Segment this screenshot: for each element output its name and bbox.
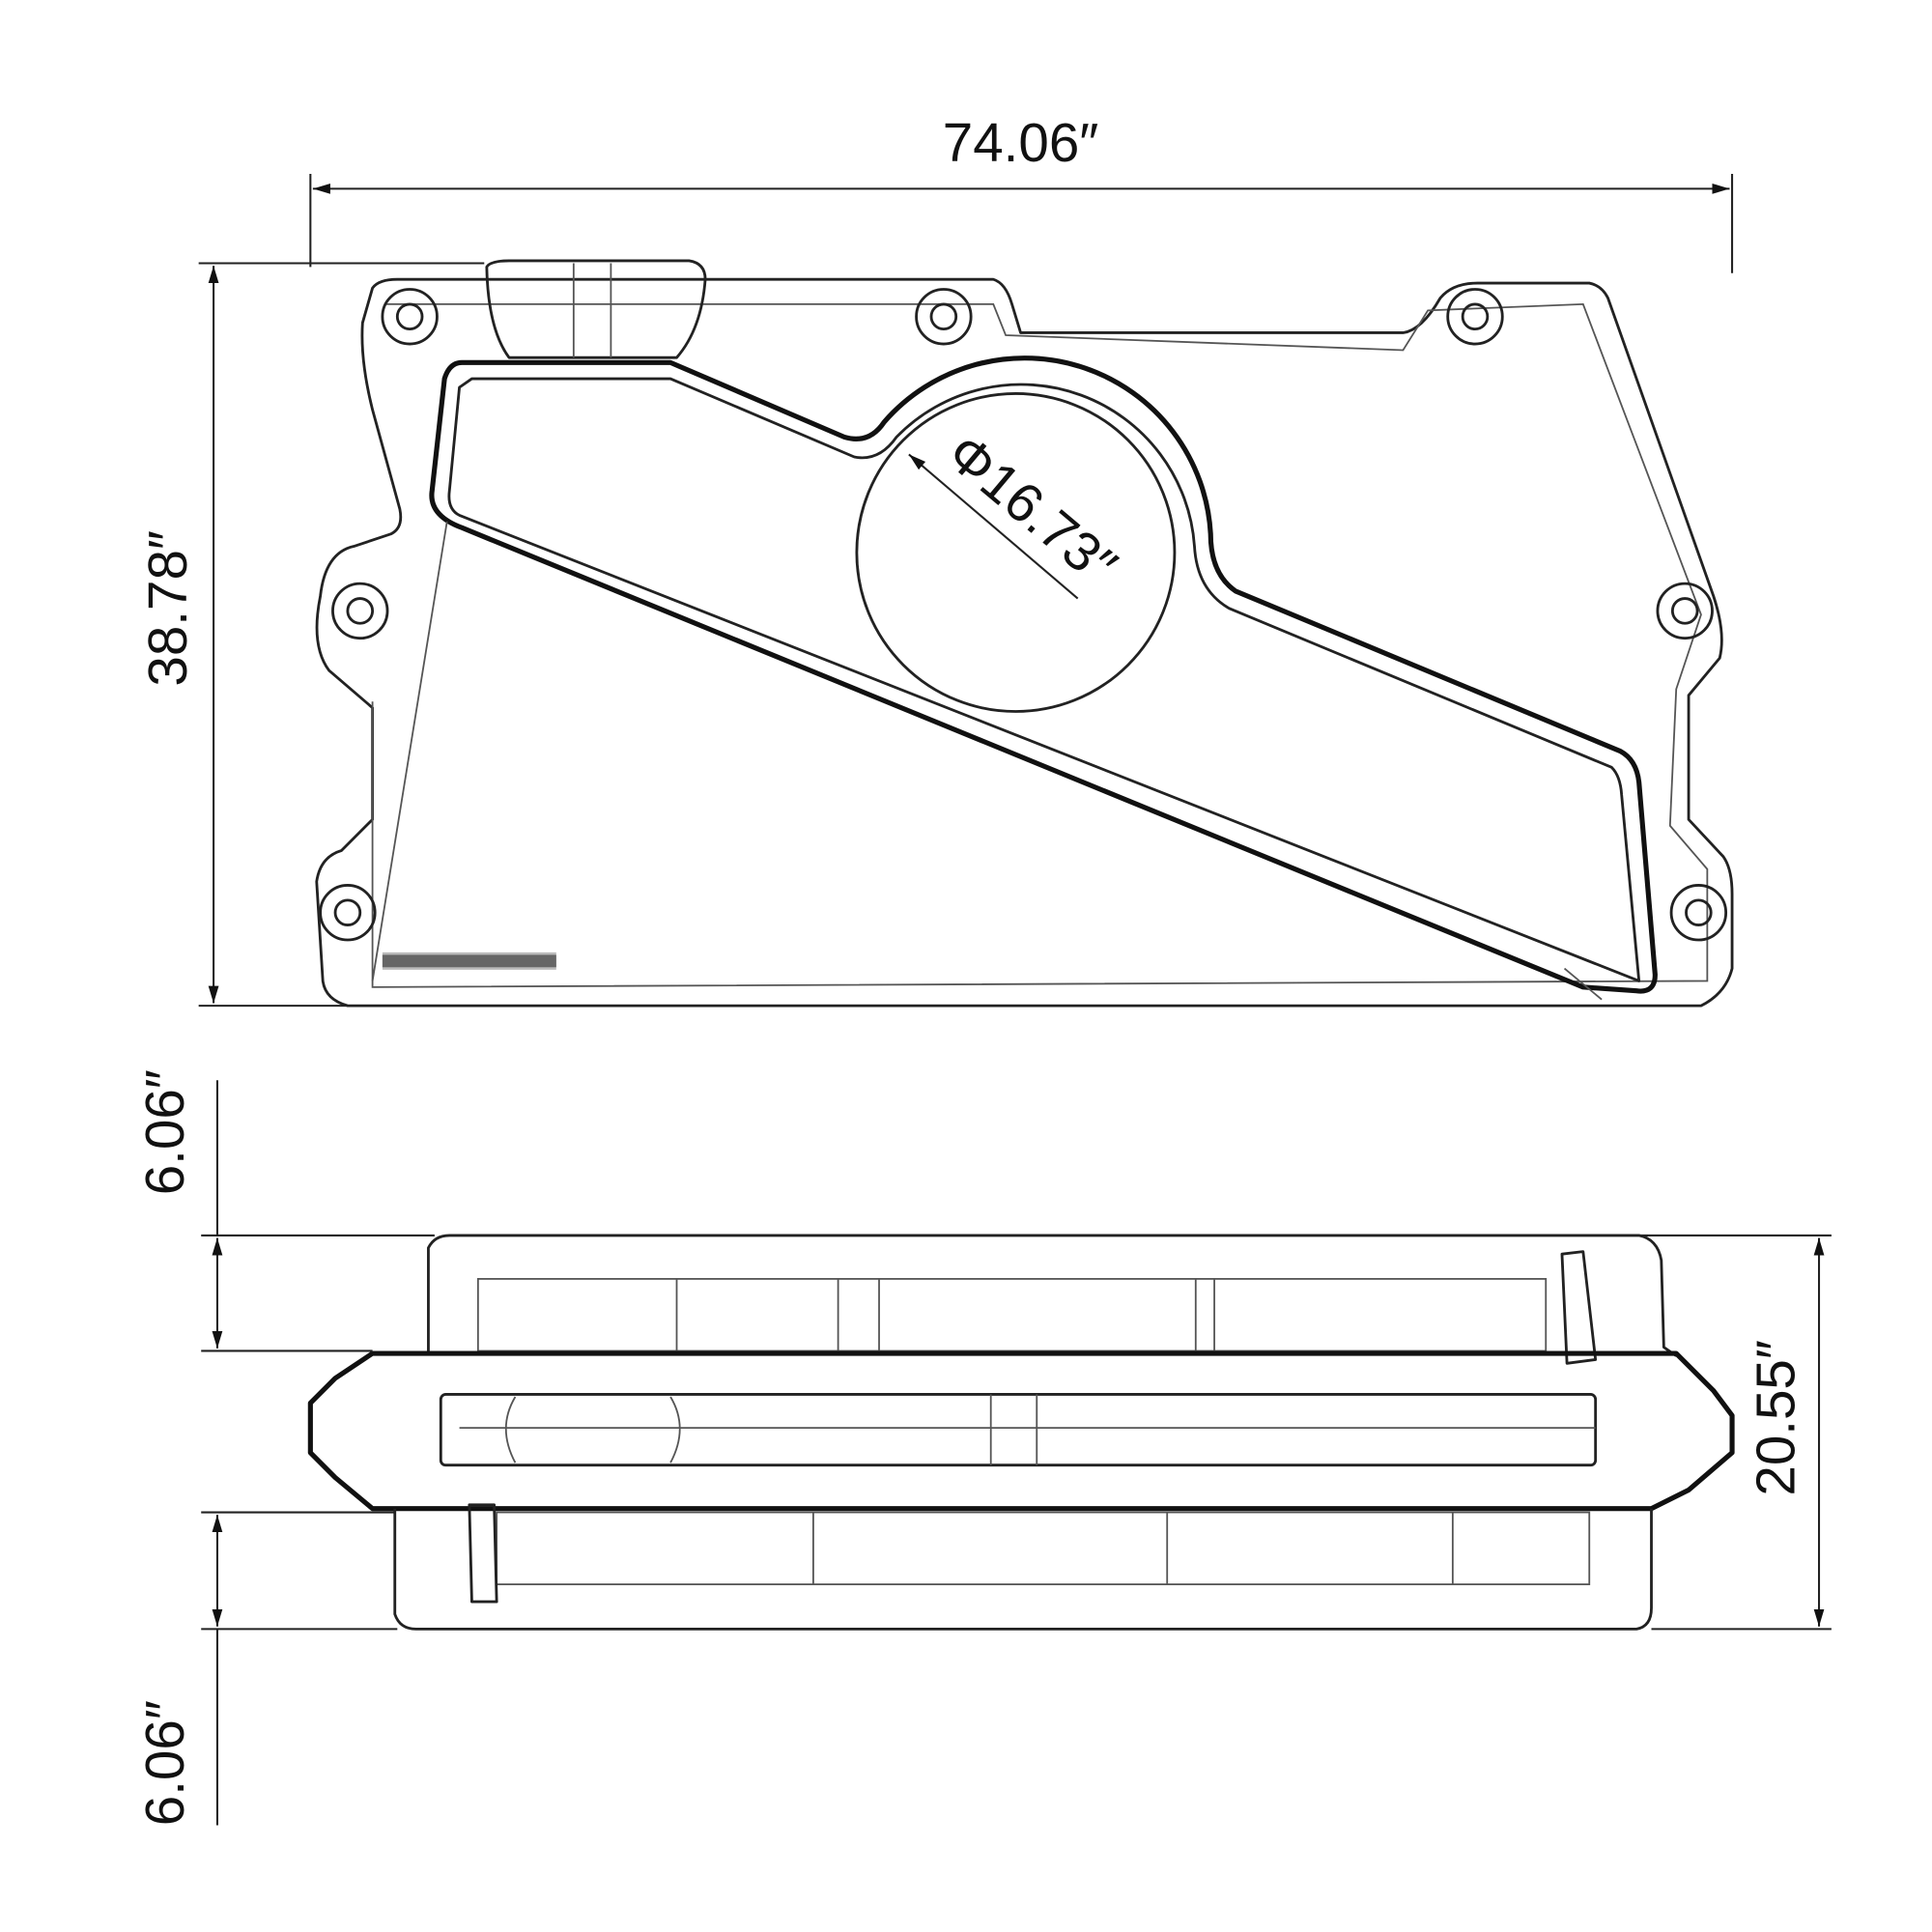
lower-tier (393, 1508, 1653, 1631)
brand-logo (382, 952, 556, 970)
top-view-outline (315, 277, 1734, 1008)
upper-tier (427, 1234, 1678, 1357)
top-step-label: 6.06″ (134, 1069, 195, 1195)
bottom-step-label: 6.06″ (134, 1700, 195, 1826)
raised-deck (429, 355, 1658, 994)
bolts (319, 288, 1728, 942)
side-view (307, 1234, 1735, 1631)
diameter-leader (908, 453, 1079, 600)
height-dimension: 20.55″ (1638, 1234, 1832, 1631)
hatch (855, 392, 1177, 713)
bottom-step-dimension: 6.06″ (134, 1511, 398, 1826)
width-label: 74.06″ (943, 112, 1099, 173)
width-dimension: 74.06″ (309, 112, 1734, 273)
filler-cap (485, 259, 707, 359)
depth-dimension: 38.78″ (137, 262, 485, 1008)
top-view: Φ16.73″ (315, 259, 1734, 1008)
diameter-label: Φ16.73″ (936, 422, 1128, 597)
height-label: 20.55″ (1745, 1340, 1805, 1496)
depth-label: 38.78″ (137, 530, 198, 687)
top-step-dimension: 6.06″ (134, 1069, 435, 1352)
middle-tier (307, 1350, 1735, 1512)
